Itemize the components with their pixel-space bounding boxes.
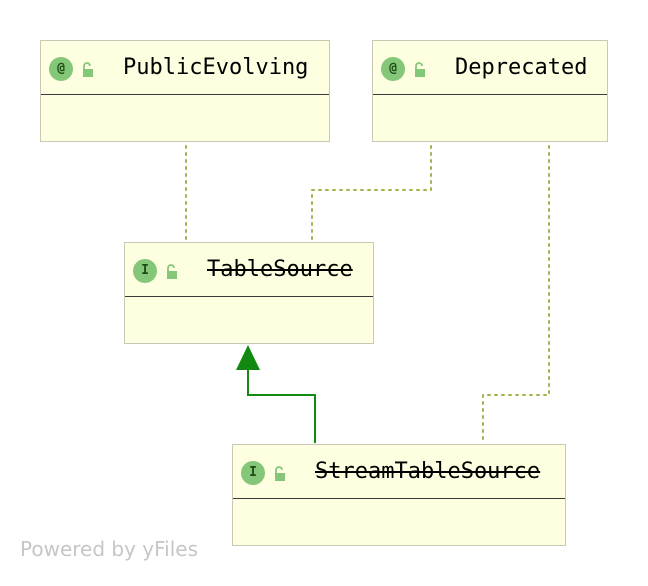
annotation-badge-icon: @: [49, 57, 73, 81]
interface-badge-icon: I: [133, 259, 157, 283]
interface-badge-icon: I: [241, 461, 265, 485]
node-deprecated[interactable]: @ Deprecated: [372, 40, 608, 142]
node-header: I TableSource: [125, 243, 373, 297]
edge-streamtablesource-deprecated: [482, 145, 550, 444]
yfiles-watermark: Powered by yFiles: [20, 537, 198, 561]
node-tablesource[interactable]: I TableSource: [124, 242, 374, 344]
open-lock-icon: [83, 62, 93, 77]
inheritance-arrowhead: [236, 345, 260, 370]
annotation-badge-icon: @: [381, 57, 405, 81]
node-title: Deprecated: [455, 55, 588, 80]
node-title: TableSource: [207, 257, 353, 282]
edge-streamtablesource-extends-tablesource: [247, 370, 316, 443]
edge-tablesource-deprecated: [311, 145, 432, 242]
open-lock-icon: [275, 466, 285, 481]
node-header: @ PublicEvolving: [41, 41, 329, 95]
node-title: PublicEvolving: [123, 55, 309, 80]
node-title: StreamTableSource: [315, 459, 541, 484]
node-publicevolving[interactable]: @ PublicEvolving: [40, 40, 330, 142]
open-lock-icon: [415, 62, 425, 77]
node-header: I StreamTableSource: [233, 445, 565, 499]
open-lock-icon: [167, 264, 177, 279]
node-header: @ Deprecated: [373, 41, 607, 95]
node-streamtablesource[interactable]: I StreamTableSource: [232, 444, 566, 546]
